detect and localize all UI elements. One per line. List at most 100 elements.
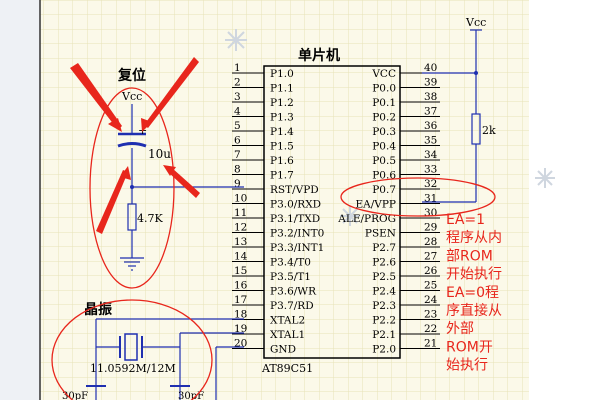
pin-number: 4 <box>234 106 241 118</box>
pin-number: 8 <box>234 164 241 176</box>
pin-number: 37 <box>424 106 437 118</box>
pin-name: XTAL1 <box>270 329 305 341</box>
pin-name: P1.5 <box>270 141 294 153</box>
pin-name: P2.0 <box>372 344 396 356</box>
annotation-line: 程序从内 <box>446 230 502 246</box>
crystal-value: 11.0592M/12M <box>90 362 176 375</box>
pin-number: 5 <box>234 120 241 132</box>
pin-number: 11 <box>234 207 247 219</box>
pin-name: P2.1 <box>372 329 396 341</box>
annotation-line: 开始执行 <box>446 267 502 283</box>
pin-name: P3.2/INT0 <box>270 228 324 240</box>
pin-name: P0.2 <box>372 112 396 124</box>
left-margin <box>0 0 40 400</box>
pin-number: 20 <box>234 338 247 350</box>
annotation-line: EA=0程 <box>446 285 499 301</box>
pin-number: 36 <box>424 120 438 132</box>
annotation-line: 始执行 <box>446 358 488 374</box>
pin-name: P3.0/RXD <box>270 199 321 211</box>
pin-number: 3 <box>234 91 241 103</box>
pin-name: P3.4/T0 <box>270 257 311 269</box>
pin-number: 38 <box>424 91 437 103</box>
pin-number: 13 <box>234 236 247 248</box>
arrow-icon <box>70 57 200 234</box>
chip-body <box>263 65 401 359</box>
crystal-body <box>124 333 138 361</box>
annotation-line: ROM开 <box>446 339 493 355</box>
pin-name: P0.0 <box>372 83 396 95</box>
pin-name: VCC <box>371 68 396 80</box>
pin-name: P0.3 <box>372 126 396 138</box>
pin-number: 28 <box>424 236 437 248</box>
pin-number: 14 <box>234 251 248 263</box>
pin-name: ALE/PROG <box>337 213 396 225</box>
resistor-2k-label: 2k <box>482 124 496 137</box>
pin-name: P1.1 <box>270 83 294 95</box>
pin-number: 25 <box>424 280 437 292</box>
annotation-line: 外部 <box>446 321 474 337</box>
pin-name: P1.7 <box>270 170 294 182</box>
pin-name: P2.5 <box>372 271 396 283</box>
pin-number: 6 <box>234 135 241 147</box>
pin-name: P1.0 <box>270 68 294 80</box>
pin-name: P2.2 <box>372 315 396 327</box>
vcc-reset-label: Vcc <box>121 90 142 103</box>
crystal-circuit: 11.0592M/12M 30pF 30pF <box>62 318 244 400</box>
capacitor-plate-bottom <box>117 142 147 148</box>
pin-name: P3.3/INT1 <box>270 242 324 254</box>
pin-name: P3.5/T1 <box>270 271 311 283</box>
reset-circuit: Vcc + 10u 4.7K <box>117 90 244 271</box>
pin-number: 35 <box>424 135 437 147</box>
pin-name: RST/VPD <box>270 184 319 196</box>
pin-name: P0.6 <box>372 170 396 182</box>
pin-name: P1.4 <box>270 126 294 138</box>
reset-highlight <box>89 87 175 289</box>
pin-number: 18 <box>234 309 247 321</box>
pin-number: 12 <box>234 222 247 234</box>
pin-name: PSEN <box>365 228 396 240</box>
capacitor-value: 10u <box>148 147 171 161</box>
reset-title: 复位 <box>117 67 146 84</box>
pin-number: 39 <box>424 77 437 89</box>
pin-name: P0.4 <box>372 141 396 153</box>
pin-number: 31 <box>424 193 437 205</box>
crystal-highlight <box>51 299 213 400</box>
pin-number: 33 <box>424 164 437 176</box>
pin-number: 7 <box>234 149 241 161</box>
pin-name: P1.3 <box>270 112 294 124</box>
vcc-ea-label: Vcc <box>465 16 486 29</box>
pin-name: EA/VPP <box>356 199 397 211</box>
pin-number: 1 <box>234 62 241 74</box>
pin-number: 16 <box>234 280 248 292</box>
pin-number: 21 <box>424 338 437 350</box>
